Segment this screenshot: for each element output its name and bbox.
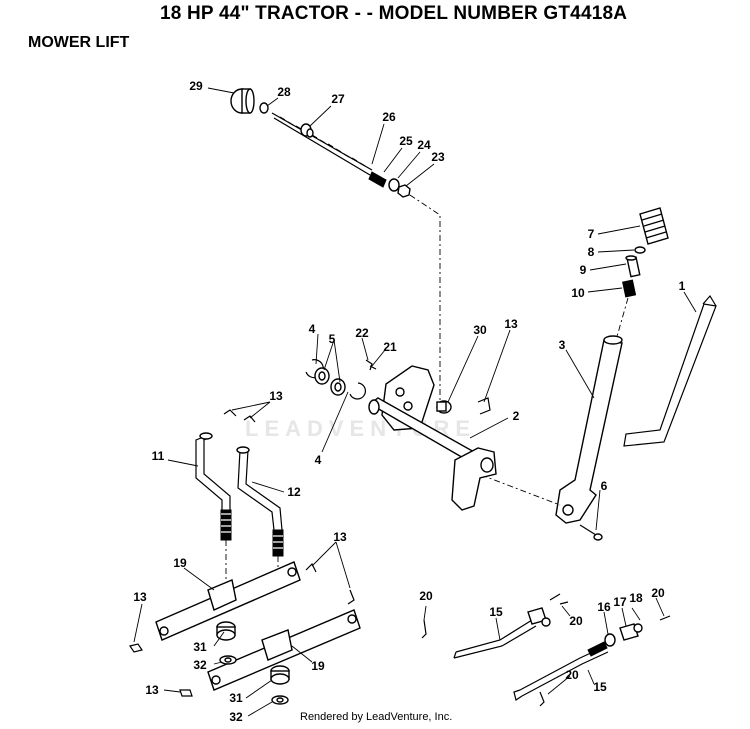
hairpin-clip-part [559, 601, 569, 605]
hairpin-clip-part [421, 619, 427, 639]
deck-rod-group [421, 593, 671, 707]
callout-12: 12 [287, 485, 301, 499]
section-title: MOWER LIFT [28, 34, 130, 51]
callout-8: 8 [588, 245, 595, 259]
callout-7: 7 [588, 227, 595, 241]
callout-23: 23 [431, 150, 445, 164]
callout-22: 22 [355, 326, 369, 340]
bushing-part [271, 695, 289, 705]
handle-grip-part [639, 207, 669, 245]
footer-credit: Rendered by LeadVenture, Inc. [300, 711, 453, 723]
lift-link-group [195, 409, 284, 580]
control-rod-part [623, 294, 717, 447]
callout-13: 13 [133, 590, 147, 604]
button-part [625, 255, 641, 278]
callout-28: 28 [277, 85, 291, 99]
lift-arm-group [129, 561, 361, 705]
callout-19: 19 [173, 556, 187, 570]
callout-4: 4 [315, 453, 322, 467]
callout-labels: 29 28 27 26 25 24 23 7 8 9 10 1 3 4 5 22… [133, 79, 685, 724]
washer-part [388, 178, 400, 192]
callout-18: 18 [629, 591, 643, 605]
lift-handle-assembly [454, 207, 669, 541]
leader-lines [133, 87, 697, 717]
hairpin-clip-part [305, 562, 317, 573]
callout-1: 1 [679, 279, 686, 293]
callout-19: 19 [311, 659, 325, 673]
callout-3: 3 [559, 338, 566, 352]
callout-16: 16 [597, 600, 611, 614]
deck-lift-rod-part [513, 641, 609, 701]
spacer-washer-group [305, 359, 377, 400]
bushing-part [219, 655, 237, 665]
callout-13: 13 [333, 530, 347, 544]
callout-31: 31 [193, 640, 207, 654]
callout-13: 13 [504, 317, 518, 331]
callout-20: 20 [565, 668, 579, 682]
callout-20: 20 [569, 614, 583, 628]
callout-32: 32 [229, 710, 243, 724]
spring-part [368, 171, 387, 188]
callout-9: 9 [580, 263, 587, 277]
callout-6: 6 [601, 479, 608, 493]
callout-15: 15 [593, 680, 607, 694]
callout-11: 11 [152, 449, 165, 463]
callout-4: 4 [309, 322, 316, 336]
callout-31: 31 [229, 691, 243, 705]
callout-20: 20 [651, 586, 665, 600]
callout-27: 27 [331, 92, 345, 106]
hairpin-clip-part [659, 615, 671, 621]
retaining-ring-part [349, 382, 366, 400]
deck-lift-rod-part [453, 619, 537, 659]
lift-link-part [195, 432, 232, 541]
lift-arm-part [207, 609, 361, 691]
lift-link-part [236, 446, 284, 557]
hairpin-clip-part [179, 689, 193, 697]
callout-30: 30 [473, 323, 487, 337]
callout-24: 24 [417, 138, 431, 152]
hairpin-clip-part [539, 691, 545, 707]
adjustment-rod-assembly [230, 88, 441, 400]
spring-part [622, 279, 637, 298]
clip-part [365, 359, 373, 371]
page-title: 18 HP 44" TRACTOR - - MODEL NUMBER GT441… [160, 3, 628, 24]
bushing-part [216, 621, 236, 641]
hairpin-clip-part [223, 409, 237, 417]
ferrule-part [604, 623, 643, 647]
pin-part [436, 400, 452, 414]
callout-21: 21 [383, 340, 397, 354]
bolt-part [579, 524, 603, 541]
knob-part [230, 88, 255, 114]
callout-32: 32 [193, 658, 207, 672]
threaded-rod-part [271, 112, 373, 176]
callout-13: 13 [269, 389, 283, 403]
callout-10: 10 [571, 286, 585, 300]
callout-15: 15 [489, 605, 503, 619]
callout-26: 26 [382, 110, 396, 124]
washer-part [259, 102, 269, 114]
bushing-part [270, 665, 290, 685]
hairpin-clip-part [347, 589, 355, 605]
callout-5: 5 [329, 332, 336, 346]
lift-arm-part [155, 561, 301, 641]
nut-part [300, 123, 314, 138]
callout-17: 17 [613, 595, 627, 609]
callout-20: 20 [419, 589, 433, 603]
callout-13: 13 [145, 683, 159, 697]
lift-handle-part [555, 335, 623, 524]
callout-25: 25 [399, 134, 413, 148]
hairpin-clip-part [129, 643, 143, 653]
hairpin-clip-part [243, 415, 256, 423]
nut-part [397, 184, 411, 198]
callout-29: 29 [189, 79, 203, 93]
ferrule-part [527, 593, 561, 627]
lift-shaft-assembly [368, 365, 497, 511]
callout-2: 2 [513, 409, 520, 423]
clip-part [369, 365, 377, 370]
spring-part [634, 246, 646, 254]
